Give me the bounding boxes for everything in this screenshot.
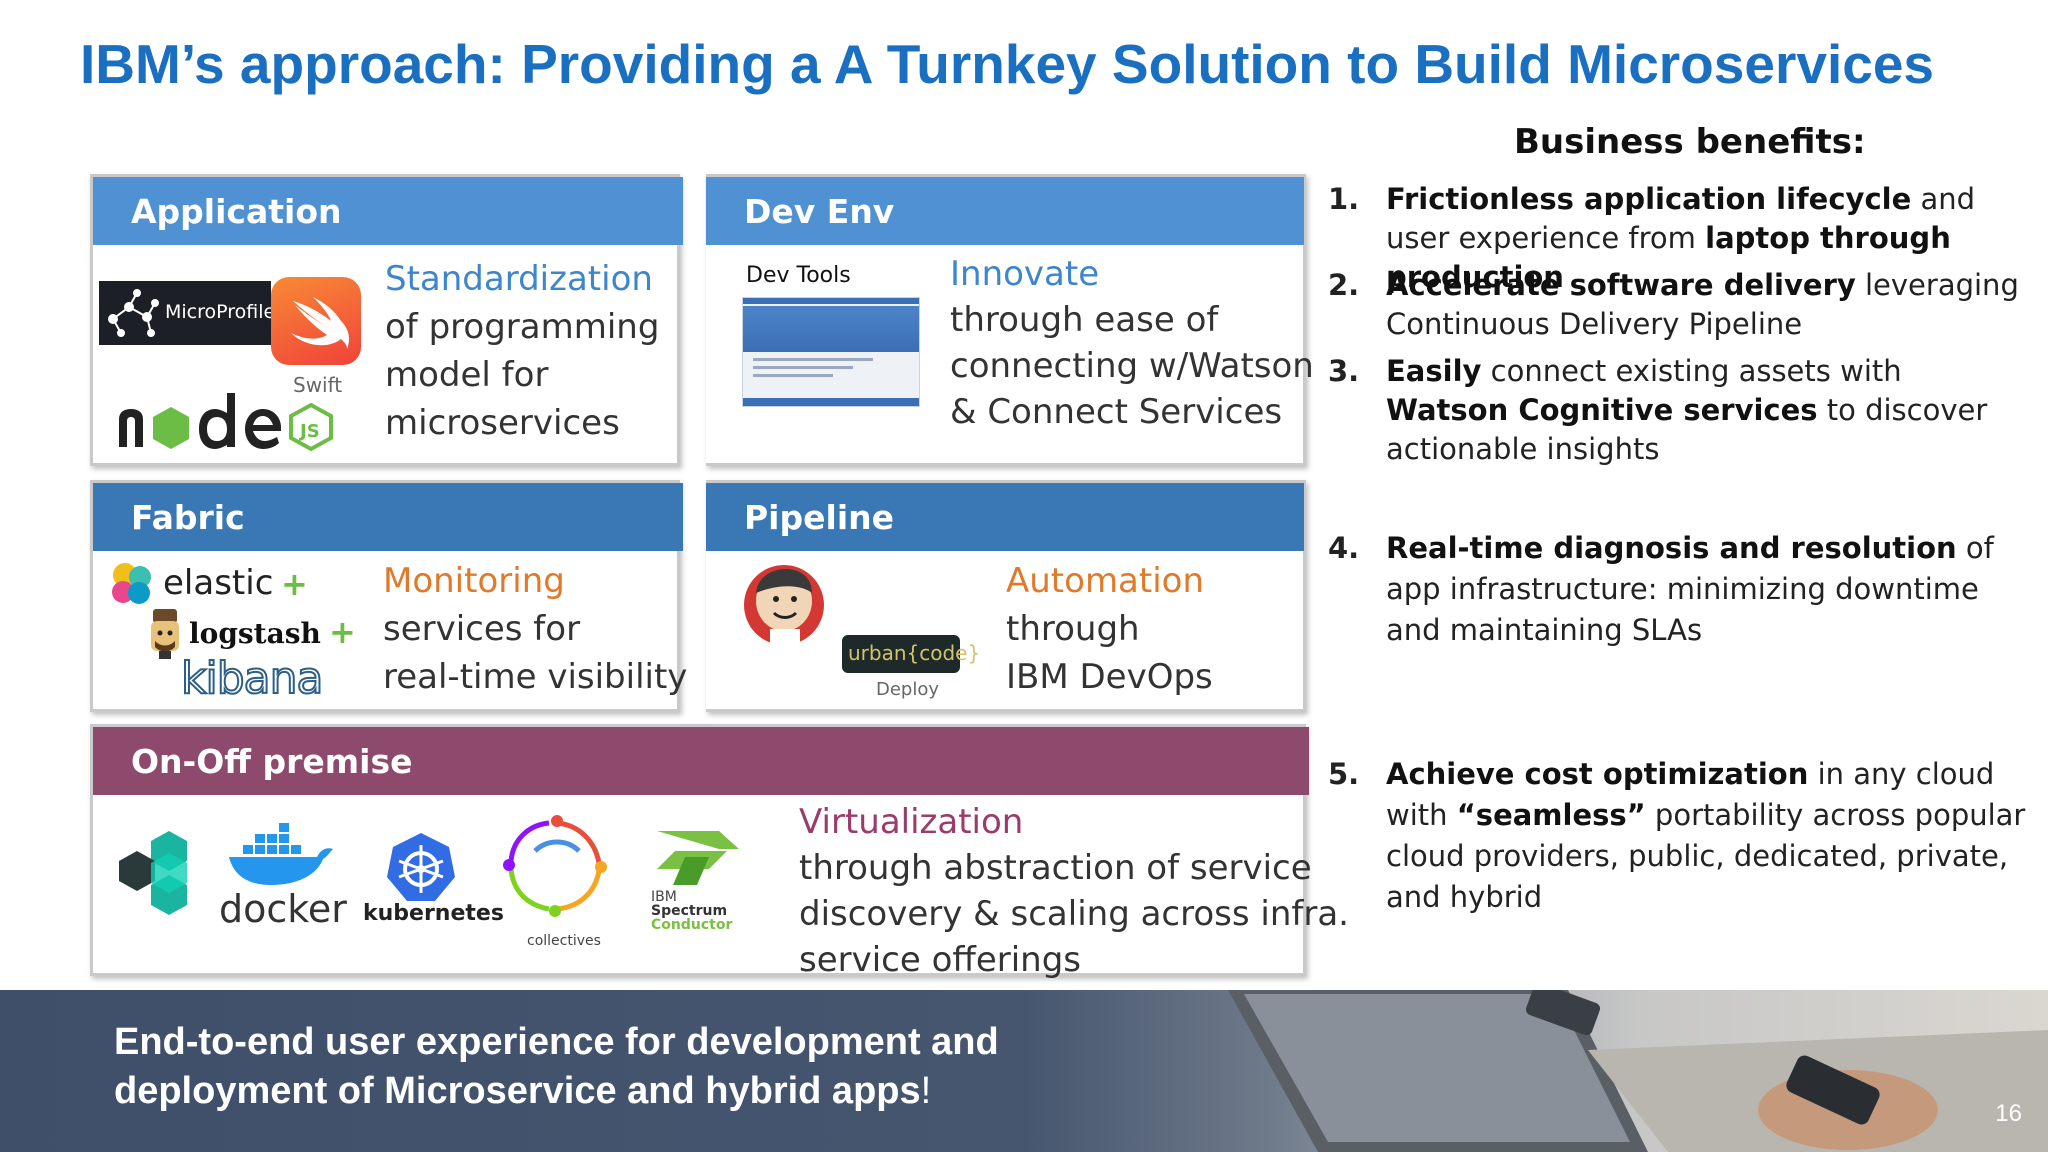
benefit-text: portability across popular cloud provide… (1386, 798, 2026, 914)
benefit-item-5: 5. Achieve cost optimization in any clou… (1328, 754, 2028, 918)
application-line-3: microservices (385, 403, 620, 443)
kubernetes-icon (387, 833, 455, 901)
benefit-bold: Achieve cost optimization (1386, 757, 1809, 791)
benefit-number: 4. (1328, 531, 1360, 565)
benefit-text: and user experience from (1386, 182, 1976, 255)
benefit-bold: Accelerate software delivery (1386, 268, 1856, 302)
fabric-text: Monitoring services for real-time visibi… (383, 557, 687, 701)
laptop-photo-image (1228, 990, 2048, 1152)
jenkins-icon (744, 565, 824, 651)
deploy-label: Deploy (876, 679, 940, 700)
spectrum-ibm-label: IBM (651, 889, 677, 905)
dev-tools-screenshot (742, 297, 920, 407)
premise-line-3: service offerings (799, 940, 1082, 980)
elastic-plus: + (281, 565, 308, 603)
fabric-line-1: services for (383, 609, 581, 649)
devenv-line-1: through ease of (950, 300, 1219, 340)
collectives-label: collectives (527, 933, 601, 949)
banner-line-2: deployment of Microservice and hybrid ap… (114, 1070, 921, 1112)
elastic-label: elastic (163, 563, 274, 603)
benefit-text: leveraging Continuous Delivery Pipeline (1386, 268, 2019, 341)
fabric-line-2: real-time visibility (383, 657, 688, 697)
benefit-number: 3. (1328, 354, 1360, 388)
fabric-highlight: Monitoring (383, 561, 565, 601)
page-number: 16 (1995, 1100, 2022, 1127)
kibana-label: kibana (180, 652, 324, 705)
pipeline-line-2: IBM DevOps (1006, 657, 1213, 697)
benefit-item-2: 2. Accelerate software delivery leveragi… (1328, 266, 2028, 344)
svg-text:JS: JS (298, 421, 320, 442)
microprofile-logo: MicroProfile (99, 281, 275, 345)
devenv-line-3: & Connect Services (950, 392, 1283, 432)
devenv-highlight: Innovate (950, 254, 1100, 294)
devenv-panel: Dev Env Dev Tools Innovate through ease … (706, 174, 1314, 466)
premise-header: On-Off premise (93, 727, 1309, 795)
bottom-banner: End-to-end user experience for developme… (0, 990, 2048, 1152)
application-line-2: model for (385, 355, 549, 395)
benefit-text: of app infrastructure: minimizing downti… (1386, 531, 1994, 647)
docker-whale-icon (229, 823, 333, 885)
pipeline-highlight: Automation (1006, 561, 1205, 601)
swift-icon (271, 277, 361, 365)
slide-title: IBM’s approach: Providing a A Turnkey So… (80, 33, 1934, 95)
spectrum-conductor-icon (657, 831, 739, 885)
urbancode-label: urban{code} (848, 641, 981, 665)
benefit-item-4: 4. Real-time diagnosis and resolution of… (1328, 528, 2028, 651)
spectrum-label: Spectrum (651, 903, 728, 919)
conductor-label: Conductor (651, 917, 733, 933)
swift-label: Swift (293, 373, 343, 397)
banner-message: End-to-end user experience for developme… (114, 1018, 999, 1116)
premise-highlight: Virtualization (799, 802, 1024, 842)
pipeline-header: Pipeline (706, 483, 1304, 551)
premise-line-2: discovery & scaling across infra. (799, 894, 1349, 934)
benefit-number: 1. (1328, 182, 1360, 216)
benefit-bold: Real-time diagnosis and resolution (1386, 531, 1957, 565)
nodejs-logo: JS (115, 389, 355, 455)
benefit-text: in any cloud with (1386, 757, 1995, 832)
application-header: Application (93, 177, 683, 245)
banner-line-1: End-to-end user experience for developme… (114, 1021, 999, 1063)
benefit-bold: “seamless” (1456, 798, 1646, 832)
hexagon-cluster-icon (119, 831, 187, 915)
fabric-header: Fabric (93, 483, 683, 551)
benefit-number: 2. (1328, 268, 1360, 302)
banner-line-2-wrap: deployment of Microservice and hybrid ap… (114, 1067, 999, 1116)
benefit-item-3: 3. Easily connect existing assets with W… (1328, 352, 2028, 469)
benefit-bold: Frictionless application lifecycle (1386, 182, 1912, 216)
docker-label: docker (219, 887, 347, 931)
benefits-title: Business benefits: (1514, 122, 1866, 162)
logstash-label: logstash (189, 617, 321, 650)
dev-tools-label: Dev Tools (746, 263, 851, 288)
premise-panel: On-Off premise docker kubernetes (90, 724, 1349, 980)
benefit-text: connect existing assets with (1481, 354, 1902, 388)
benefit-bold: Watson Cognitive services (1386, 393, 1818, 427)
logstash-plus: + (329, 613, 356, 651)
elastic-icon (112, 563, 151, 604)
microprofile-network-icon (108, 289, 159, 337)
application-highlight: Standardization (385, 259, 653, 299)
benefit-item-1: 1. Frictionless application lifecycle an… (1328, 180, 2028, 297)
urbancode-logo: urban{code} (842, 635, 980, 673)
benefit-text: to discover actionable insights (1386, 393, 1988, 466)
application-text: Standardization of programming model for… (385, 255, 659, 447)
benefit-number: 5. (1328, 757, 1360, 791)
devenv-text: Innovate through ease of connecting w/Wa… (950, 251, 1314, 435)
application-line-1: of programming (385, 307, 660, 347)
premise-line-1: through abstraction of service (799, 848, 1312, 888)
microprofile-label: MicroProfile (165, 301, 276, 323)
premise-text: Virtualization through abstraction of se… (799, 799, 1349, 983)
devenv-line-2: connecting w/Watson (950, 346, 1314, 386)
benefit-bold: Easily (1386, 354, 1482, 388)
pipeline-text: Automation through IBM DevOps (1006, 557, 1213, 701)
logstash-icon (151, 609, 179, 659)
collectives-icon (503, 815, 607, 917)
devenv-header: Dev Env (706, 177, 1304, 245)
pipeline-line-1: through (1006, 609, 1140, 649)
application-panel: Application MicroProfile Swift (90, 174, 683, 466)
fabric-panel: Fabric elastic + logstash + kibana Monit… (90, 480, 687, 712)
benefit-bold: laptop through production (1386, 221, 1951, 294)
kubernetes-label: kubernetes (363, 901, 504, 926)
banner-exclaim: ! (920, 1070, 932, 1112)
pipeline-panel: Pipeline urban{code} Deploy Automation t… (706, 480, 1306, 712)
